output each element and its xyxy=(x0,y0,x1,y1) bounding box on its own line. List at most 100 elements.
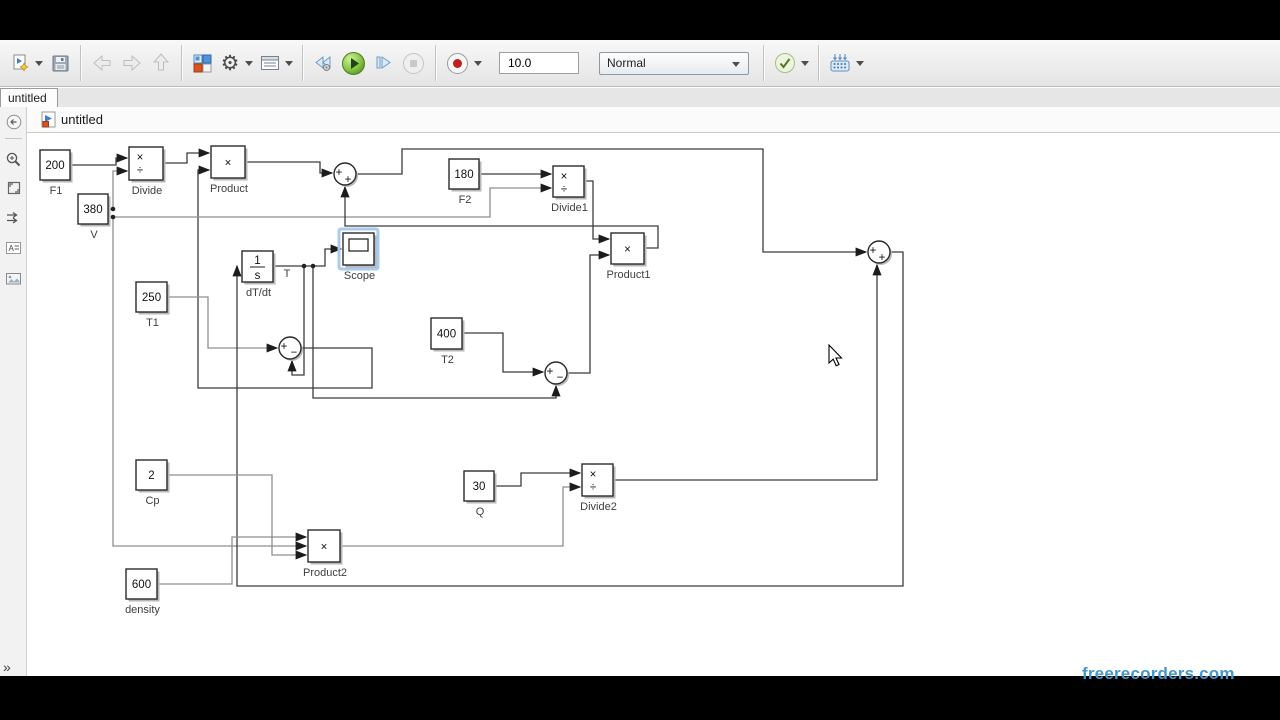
block-SumTop[interactable]: ++ xyxy=(333,162,358,187)
simulation-time-input[interactable] xyxy=(499,52,579,74)
block-body[interactable] xyxy=(39,149,71,181)
wire-V-Divide1[interactable] xyxy=(113,183,553,218)
signal-annotation[interactable]: T xyxy=(284,268,291,280)
sum-circle[interactable] xyxy=(333,162,357,186)
wire-density-Product2[interactable] xyxy=(157,532,308,585)
model-configuration-button[interactable] xyxy=(257,48,283,78)
block-body[interactable] xyxy=(610,232,645,265)
block-body[interactable] xyxy=(77,193,109,225)
stop-button[interactable] xyxy=(399,48,428,78)
wire-T2-Sum2[interactable] xyxy=(462,332,545,377)
block-Scope[interactable]: Scope xyxy=(337,227,380,282)
block-body[interactable] xyxy=(128,146,164,181)
update-diagram-button[interactable] xyxy=(771,48,799,78)
sum-circle[interactable] xyxy=(278,336,302,360)
nav-forward-button[interactable] xyxy=(118,48,146,78)
wire-T-Sum2[interactable] xyxy=(312,266,561,399)
record-dropdown[interactable] xyxy=(474,60,482,66)
block-text: − xyxy=(291,347,298,359)
zoom-tool-button[interactable] xyxy=(0,147,27,171)
wire-Sum2-Product1[interactable] xyxy=(567,250,611,374)
simulation-mode-select[interactable]: Normal xyxy=(599,51,749,75)
block-Sum2[interactable]: +− xyxy=(544,361,569,386)
wire-T1-Sum1[interactable] xyxy=(167,296,279,353)
sum-circle[interactable] xyxy=(867,240,891,264)
wire-T-Sum1[interactable] xyxy=(287,266,305,376)
record-button[interactable] xyxy=(443,48,472,78)
breadcrumb-model-name[interactable]: untitled xyxy=(61,112,103,127)
block-body[interactable] xyxy=(135,459,168,491)
build-dropdown[interactable] xyxy=(856,60,864,66)
screenshot-button[interactable] xyxy=(0,266,27,290)
block-body[interactable] xyxy=(125,568,158,600)
wire-V-Product2[interactable] xyxy=(112,217,308,551)
wire-SumTop-Sum3[interactable] xyxy=(356,148,868,257)
block-body[interactable] xyxy=(448,158,480,190)
model-configuration-dropdown[interactable] xyxy=(285,60,293,66)
wire-Sum3-Integrator[interactable] xyxy=(232,251,904,587)
block-Divide[interactable]: ×÷Divide xyxy=(128,146,166,197)
block-body[interactable] xyxy=(552,165,585,198)
block-Divide1[interactable]: ×÷Divide1 xyxy=(551,165,588,214)
wire-Integrator-Scope[interactable] xyxy=(273,244,343,267)
library-browser-button[interactable] xyxy=(189,48,215,78)
block-text: T2 xyxy=(441,354,454,366)
model-settings-dropdown[interactable] xyxy=(245,60,253,66)
block-body[interactable] xyxy=(307,529,341,563)
wire-F1-Divide[interactable] xyxy=(70,153,129,166)
wire-Product-SumTop[interactable] xyxy=(245,161,334,178)
model-settings-button[interactable]: ⚙ xyxy=(217,48,243,78)
new-model-dropdown[interactable] xyxy=(35,60,43,66)
block-body[interactable] xyxy=(581,463,614,497)
block-Divide2[interactable]: ×÷Divide2 xyxy=(580,463,617,513)
block-body[interactable] xyxy=(210,145,246,179)
annotation-button[interactable]: A xyxy=(0,236,27,260)
hidden-panel-expander[interactable]: » xyxy=(3,659,11,675)
sum-circle[interactable] xyxy=(544,361,568,385)
new-model-button[interactable] xyxy=(7,48,33,78)
block-Product1[interactable]: ×Product1 xyxy=(606,232,651,281)
tab-untitled[interactable]: untitled xyxy=(0,88,58,107)
build-button[interactable] xyxy=(826,48,854,78)
wire-Divide2-Sum3[interactable] xyxy=(613,263,882,481)
block-Cp[interactable]: 2Cp xyxy=(135,459,170,507)
block-body[interactable] xyxy=(463,470,495,502)
wire-Cp-Product2[interactable] xyxy=(167,474,308,560)
wire-Divide-Product[interactable] xyxy=(163,148,211,164)
run-button[interactable] xyxy=(338,48,369,78)
step-forward-button[interactable] xyxy=(371,48,397,78)
wire-Q-Divide2[interactable] xyxy=(494,468,582,487)
save-button[interactable] xyxy=(47,48,73,78)
block-text: 600 xyxy=(132,579,151,591)
nav-up-button[interactable] xyxy=(148,48,174,78)
block-Sum3[interactable]: ++ xyxy=(867,240,892,265)
hide-browser-button[interactable] xyxy=(0,110,27,134)
wire-V-Divide[interactable] xyxy=(108,166,129,210)
update-diagram-dropdown[interactable] xyxy=(801,60,809,66)
block-Product2[interactable]: ×Product2 xyxy=(303,529,347,579)
nav-back-button[interactable] xyxy=(88,48,116,78)
block-Q[interactable]: 30Q xyxy=(463,470,497,518)
wire-Product2-Divide2[interactable] xyxy=(340,482,582,547)
wire-Divide1-Product1[interactable] xyxy=(584,180,611,244)
left-palette: A » xyxy=(0,107,27,676)
wire-Product1-SumTop[interactable] xyxy=(340,185,659,249)
block-Sum1[interactable]: +− xyxy=(278,336,303,361)
block-text: + xyxy=(345,174,352,186)
block-body[interactable] xyxy=(135,281,168,313)
fit-to-view-button[interactable] xyxy=(0,176,27,200)
step-back-button[interactable] xyxy=(310,48,336,78)
signal-routing-button[interactable] xyxy=(0,206,27,230)
block-body[interactable] xyxy=(430,317,463,350)
wire-Sum1-Product[interactable] xyxy=(197,165,373,389)
block-Product[interactable]: ×Product xyxy=(210,145,248,195)
